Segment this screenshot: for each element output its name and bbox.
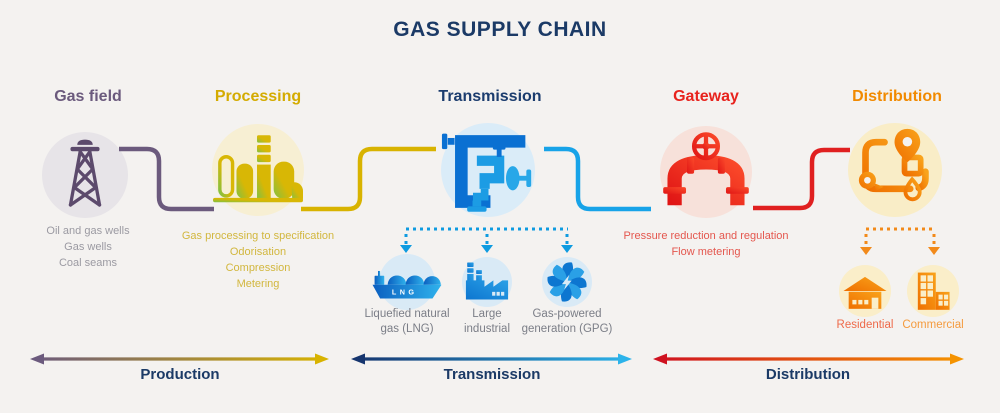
oil-derrick-icon	[68, 139, 102, 207]
commercial-label: Commercial	[902, 319, 964, 331]
lng-ship-icon: LNG	[372, 270, 442, 299]
transmission-branch-arrowheads	[400, 245, 573, 253]
map-pins-icon	[858, 128, 929, 202]
stage-title-distribution: Distribution	[852, 88, 942, 105]
stage-title-transmission: Transmission	[438, 88, 542, 105]
building-icon	[917, 272, 950, 310]
residential-label: Residential	[836, 319, 894, 331]
lng-label: Liquefied natural gas (LNG)	[364, 308, 450, 335]
stage-title-gas-field: Gas field	[54, 88, 122, 105]
note-line: Metering	[236, 278, 280, 290]
connector-processing-transmission	[301, 146, 436, 212]
note-line: Odorisation	[229, 246, 287, 258]
gpg-label: Gas-powered generation (GPG)	[521, 308, 613, 335]
gateway-notes: Pressure reduction and regulation Flow m…	[623, 228, 788, 260]
turbine-icon	[547, 262, 587, 302]
stage-title-gateway: Gateway	[673, 88, 739, 105]
transmission-dotted-branch	[404, 227, 569, 244]
connector-transmission-gateway	[544, 146, 651, 212]
band-label-distribution: Distribution	[765, 366, 851, 383]
factory-icon	[465, 262, 509, 300]
note-line: Compression	[225, 262, 291, 274]
band-label-transmission: Transmission	[443, 366, 541, 383]
processing-notes: Gas processing to specification Odorisat…	[182, 228, 334, 292]
note-line: Oil and gas wells	[46, 225, 130, 237]
gas-field-notes: Oil and gas wells Gas wells Coal seams	[46, 223, 129, 271]
refinery-icon	[213, 135, 303, 203]
stage-title-processing: Processing	[214, 88, 302, 105]
house-icon	[843, 276, 887, 309]
note-line: Gas processing to specification	[181, 230, 335, 242]
distribution-branch-arrowheads	[860, 247, 940, 255]
distribution-dotted-branch	[864, 227, 936, 246]
flow-band-arrowheads	[30, 353, 964, 365]
large-industrial-label: Large industrial	[463, 308, 511, 335]
note-line: Coal seams	[58, 257, 118, 269]
page-title: GAS SUPPLY CHAIN	[393, 18, 607, 41]
note-line: Gas wells	[64, 241, 112, 253]
note-line: Flow metering	[671, 246, 741, 258]
note-line: Pressure reduction and regulation	[623, 230, 789, 242]
connector-gateway-distribution	[753, 147, 850, 211]
lng-ship-text: LNG	[392, 287, 418, 296]
band-label-production: Production	[140, 366, 220, 383]
valve-arch-icon	[663, 132, 749, 206]
pipes-valve-icon	[441, 133, 532, 212]
connector-gasfield-processing	[119, 146, 214, 212]
